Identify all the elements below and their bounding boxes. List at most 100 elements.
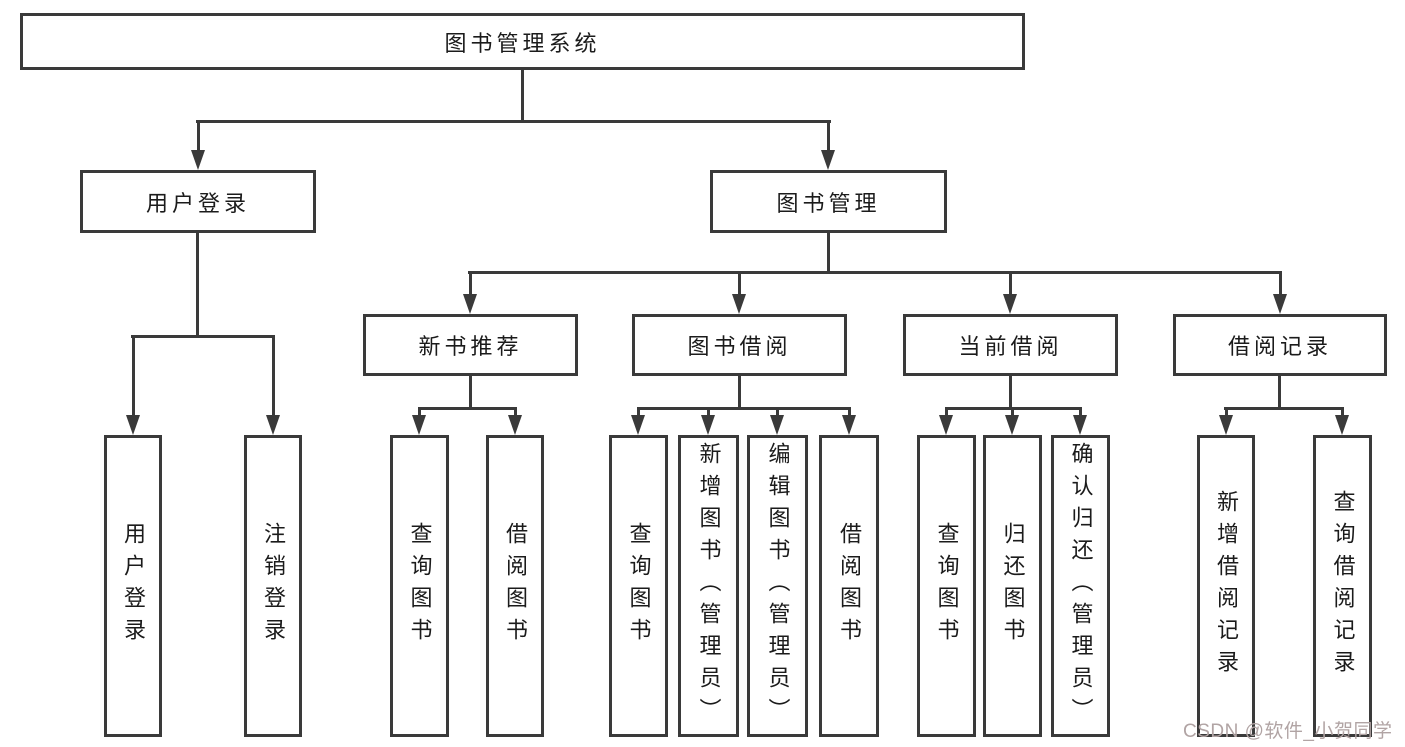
arrow-to-current-borrow <box>1003 271 1017 314</box>
arrow-to-query-borrow-record <box>1335 407 1349 435</box>
arrow-to-borrow-records <box>1273 271 1287 314</box>
node-current-borrow-label: 当前借阅 <box>958 334 1063 359</box>
leaf-return-books-label: 归还图书 <box>1000 522 1026 650</box>
leaf-query-borrow-record: 查询借阅记录 <box>1313 435 1372 737</box>
connector-stem <box>737 271 741 298</box>
connector-borrow-records-bar <box>1224 407 1344 410</box>
node-borrow-records-label: 借阅记录 <box>1227 334 1332 359</box>
arrowhead-icon <box>821 150 835 170</box>
connector-root-stem <box>521 69 524 123</box>
arrowhead-icon <box>732 294 746 314</box>
connector-new-book-stem <box>469 376 472 409</box>
arrow-to-return-books <box>1005 407 1019 435</box>
leaf-query-borrow-record-label: 查询借阅记录 <box>1330 490 1356 682</box>
connector-stem <box>944 407 948 419</box>
connector-stem <box>847 407 851 419</box>
leaf-add-book-admin: 新增图书（管理员） <box>678 435 739 737</box>
connector-current-borrow-stem <box>1009 376 1012 409</box>
arrowhead-icon <box>126 415 140 435</box>
arrow-to-query-books-2 <box>631 407 645 435</box>
arrowhead-icon <box>412 415 426 435</box>
connector-borrow-records-stem <box>1278 376 1281 409</box>
connector-stem <box>1340 407 1344 419</box>
connector-stem <box>196 120 200 154</box>
leaf-borrow-books-1: 借阅图书 <box>486 435 544 737</box>
arrowhead-icon <box>1003 294 1017 314</box>
connector-stem <box>1008 271 1012 298</box>
connector-user-login-stem <box>196 233 199 338</box>
arrow-to-book-borrow <box>732 271 746 314</box>
arrow-to-edit-book <box>770 407 784 435</box>
connector-stem <box>1278 271 1282 298</box>
connector-new-book-bar <box>418 407 517 410</box>
leaf-add-borrow-record-label: 新增借阅记录 <box>1214 490 1239 682</box>
arrow-to-query-books-3 <box>939 407 953 435</box>
arrow-to-query-books-1 <box>412 407 426 435</box>
connector-root-bar <box>196 120 831 123</box>
leaf-return-books: 归还图书 <box>983 435 1042 737</box>
node-book-management: 图书管理 <box>710 170 947 233</box>
arrowhead-icon <box>701 415 715 435</box>
leaf-edit-book-admin-label: 编辑图书（管理员） <box>765 442 791 730</box>
connector-stem <box>513 407 517 419</box>
arrow-to-leaf-user-login <box>126 335 140 435</box>
arrowhead-icon <box>1335 415 1349 435</box>
leaf-logout: 注销登录 <box>244 435 302 737</box>
arrow-to-user-login <box>191 120 205 170</box>
arrow-to-borrow-books-2 <box>842 407 856 435</box>
node-current-borrow: 当前借阅 <box>903 314 1118 376</box>
arrowhead-icon <box>939 415 953 435</box>
connector-stem <box>1078 407 1082 419</box>
arrow-to-add-borrow-record <box>1219 407 1233 435</box>
arrowhead-icon <box>191 150 205 170</box>
leaf-add-borrow-record: 新增借阅记录 <box>1197 435 1255 737</box>
arrowhead-icon <box>463 294 477 314</box>
connector-level3-bar <box>468 271 1282 274</box>
node-library-system: 图书管理系统 <box>20 13 1025 70</box>
arrowhead-icon <box>1273 294 1287 314</box>
connector-user-login-bar <box>131 335 275 338</box>
connector-book-borrow-stem <box>738 376 741 409</box>
leaf-borrow-books-2-label: 借阅图书 <box>837 522 862 650</box>
connector-current-borrow-bar <box>945 407 1082 410</box>
leaf-query-books-3: 查询图书 <box>917 435 976 737</box>
node-book-management-label: 图书管理 <box>776 190 881 216</box>
leaf-confirm-return-admin: 确认归还（管理员） <box>1051 435 1110 737</box>
node-user-login: 用户登录 <box>80 170 316 233</box>
arrowhead-icon <box>770 415 784 435</box>
leaf-query-books-3-label: 查询图书 <box>934 522 960 650</box>
arrow-to-new-book-recommend <box>463 271 477 314</box>
leaf-query-books-2: 查询图书 <box>609 435 668 737</box>
connector-stem <box>826 120 830 154</box>
watermark: CSDN @软件_小贺同学 <box>1183 721 1393 742</box>
connector-book-management-stem <box>827 233 830 274</box>
node-user-login-label: 用户登录 <box>145 190 250 216</box>
arrowhead-icon <box>1073 415 1087 435</box>
connector-stem <box>636 407 640 419</box>
connector-stem <box>468 271 472 298</box>
arrow-to-add-book <box>701 407 715 435</box>
arrowhead-icon <box>1005 415 1019 435</box>
arrowhead-icon <box>266 415 280 435</box>
leaf-user-login: 用户登录 <box>104 435 162 737</box>
node-library-system-label: 图书管理系统 <box>444 30 601 56</box>
leaf-borrow-books-1-label: 借阅图书 <box>503 522 528 650</box>
leaf-edit-book-admin: 编辑图书（管理员） <box>747 435 808 737</box>
connector-stem <box>1224 407 1228 419</box>
arrow-to-book-management <box>821 120 835 170</box>
arrowhead-icon <box>842 415 856 435</box>
connector-book-borrow-bar <box>637 407 851 410</box>
connector-stem <box>775 407 779 419</box>
arrowhead-icon <box>1219 415 1233 435</box>
leaf-add-book-admin-label: 新增图书（管理员） <box>696 442 722 730</box>
node-borrow-records: 借阅记录 <box>1173 314 1387 376</box>
node-new-book-recommend: 新书推荐 <box>363 314 578 376</box>
connector-stem <box>131 335 135 419</box>
arrowhead-icon <box>631 415 645 435</box>
connector-stem <box>706 407 710 419</box>
leaf-query-books-1-label: 查询图书 <box>407 522 433 650</box>
connector-stem <box>417 407 421 419</box>
arrow-to-confirm-return <box>1073 407 1087 435</box>
node-new-book-recommend-label: 新书推荐 <box>418 334 523 359</box>
